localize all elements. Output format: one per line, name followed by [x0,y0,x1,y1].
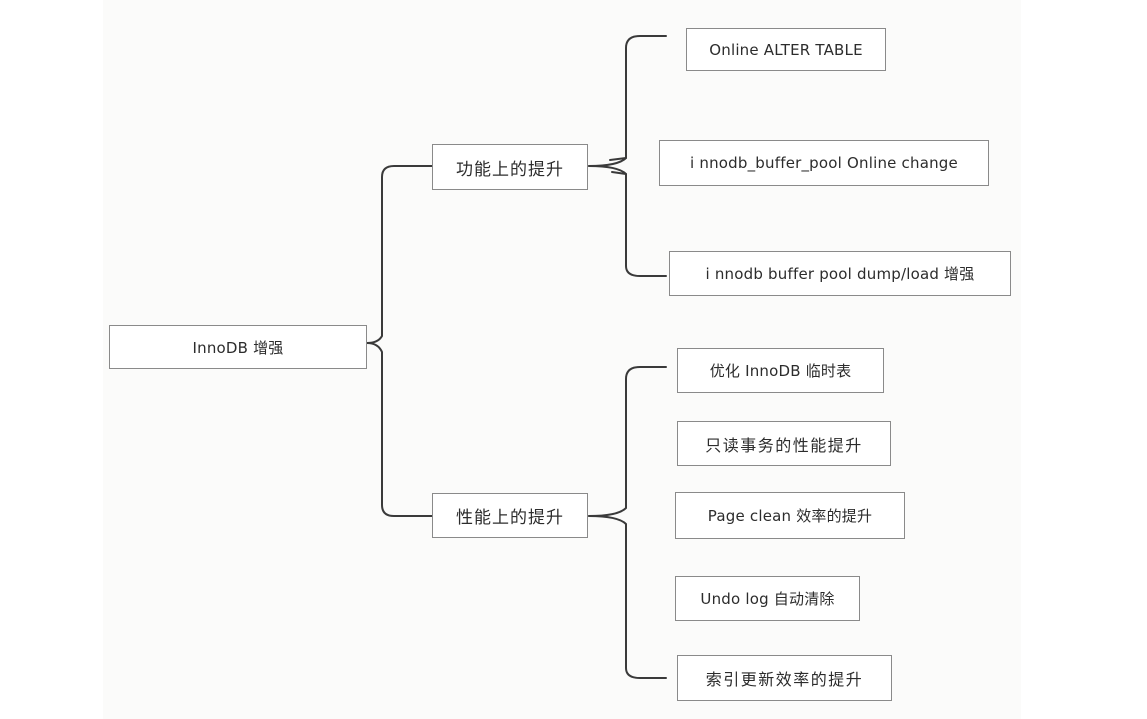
branch-node-function: 功能上的提升 [432,144,588,190]
branch-node-performance: 性能上的提升 [432,493,588,538]
perf-bracket-lower [588,515,667,679]
leaf-node-temp-table: 优化 InnoDB 临时表 [677,348,884,393]
perf-bracket-upper [588,366,667,517]
leaf-node-label: 只读事务的性能提升 [705,435,863,455]
leaf-node-label: 索引更新效率的提升 [705,670,864,689]
leaf-node-page-clean: Page clean 效率的提升 [675,492,905,539]
leaf-node-undo-log: Undo log 自动清除 [675,576,860,621]
leaf-node-online-alter-table: Online ALTER TABLE [686,28,886,71]
root-node: InnoDB 增强 [109,325,367,369]
leaf-node-buffer-pool-dump-load: i nnodb buffer pool dump/load 增强 [669,251,1011,296]
branch-node-performance-label: 性能上的提升 [456,508,564,528]
root-bracket-lower [366,342,433,517]
leaf-node-label: Undo log 自动清除 [700,590,835,608]
func-bracket-mid [609,157,627,175]
leaf-node-label: i nnodb_buffer_pool Online change [690,154,958,172]
leaf-node-readonly-txn: 只读事务的性能提升 [677,421,891,466]
func-bracket-upper [588,35,667,167]
leaf-node-label: i nnodb buffer pool dump/load 增强 [705,265,975,283]
leaf-node-label: Page clean 效率的提升 [707,507,873,525]
func-bracket-lower [588,165,667,277]
leaf-node-index-update: 索引更新效率的提升 [677,655,892,701]
branch-node-function-label: 功能上的提升 [456,159,564,180]
leaf-node-label: Online ALTER TABLE [709,40,863,59]
root-bracket [366,165,433,344]
root-node-label: InnoDB 增强 [192,338,284,357]
leaf-node-label: 优化 InnoDB 临时表 [709,362,852,380]
leaf-node-buffer-pool-online-change: i nnodb_buffer_pool Online change [659,140,989,186]
